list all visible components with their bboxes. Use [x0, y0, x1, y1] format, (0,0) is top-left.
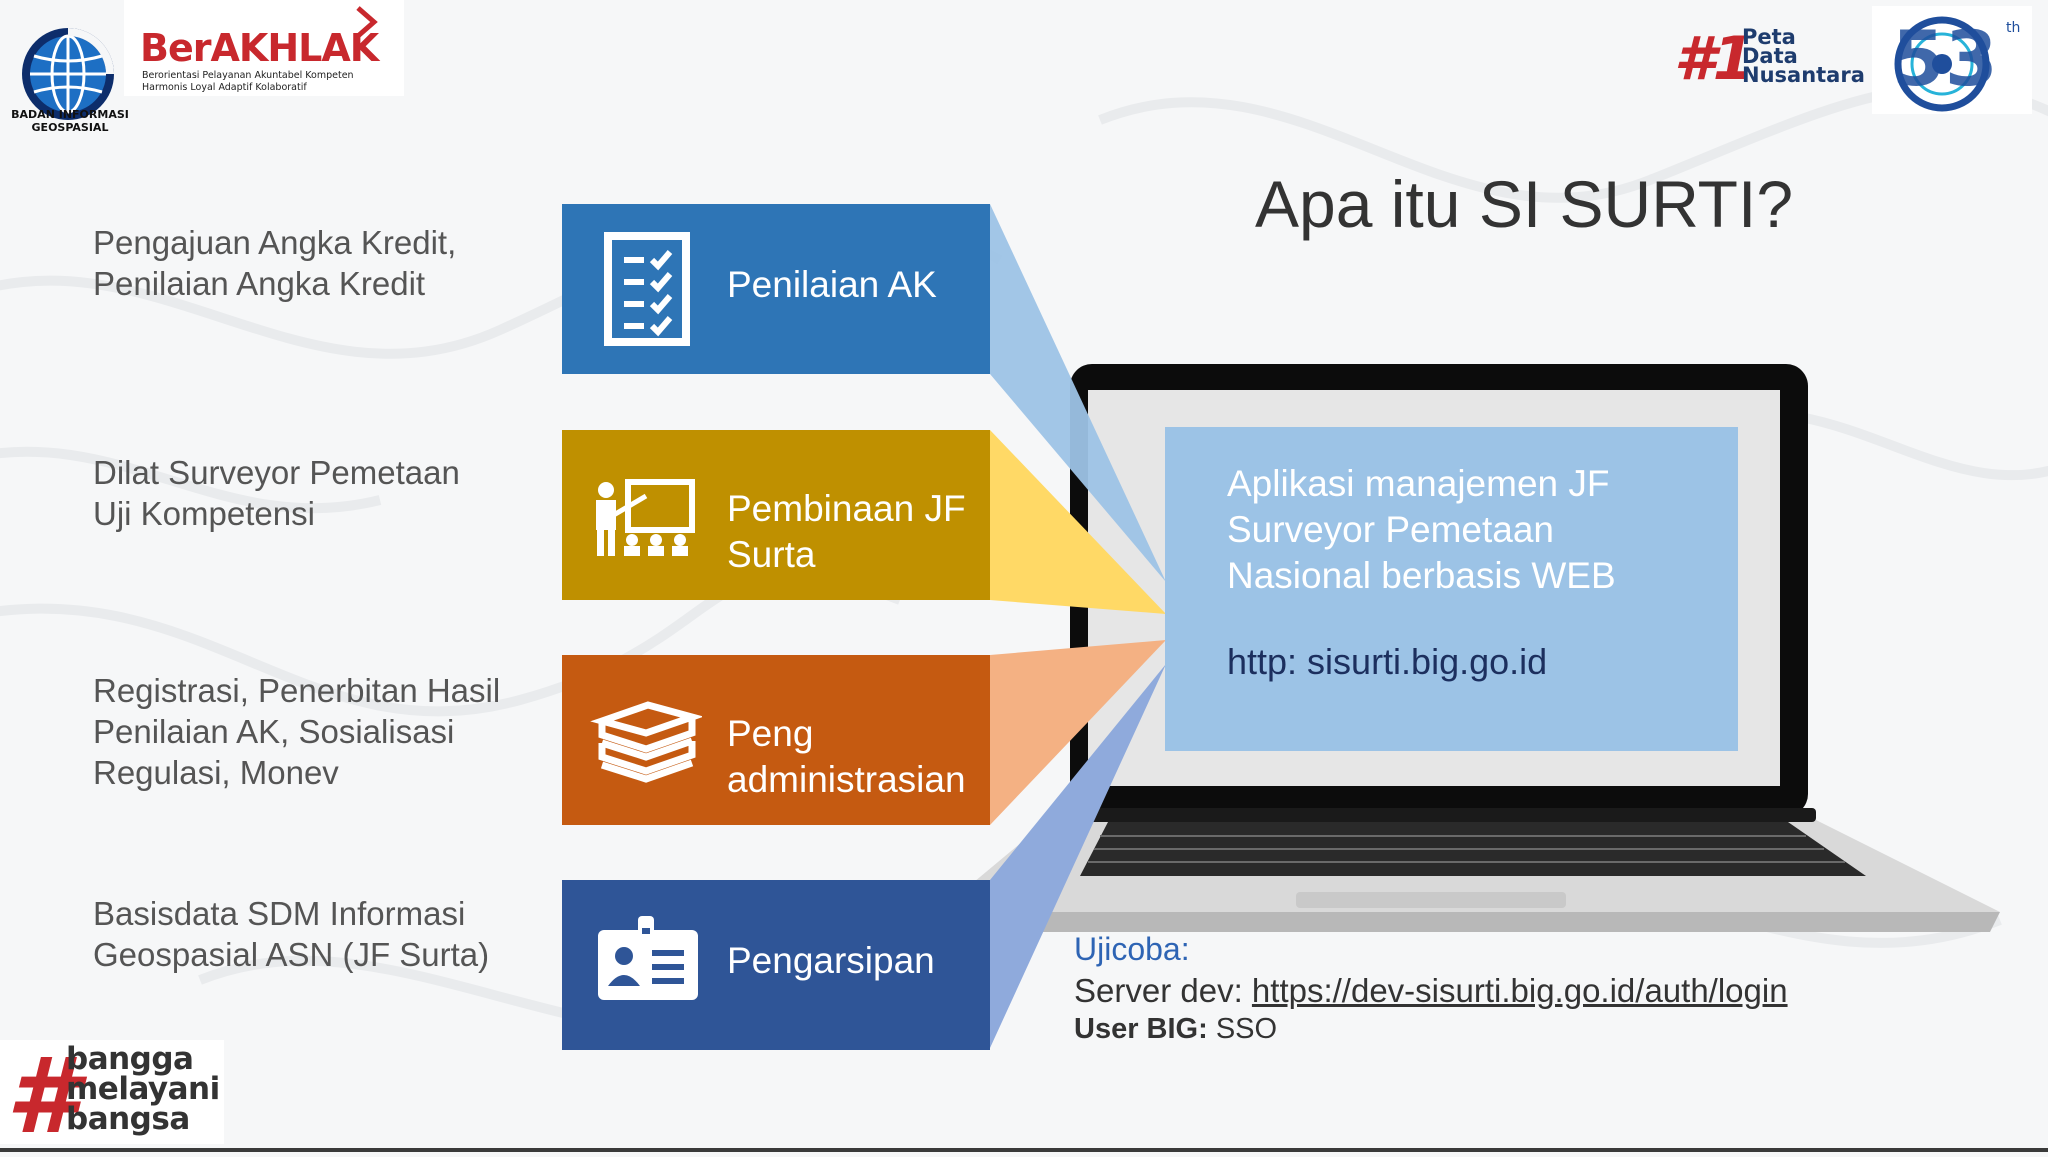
- bangga-line: bangsa: [66, 1101, 190, 1137]
- description-administrasi: Registrasi, Penerbitan Hasil Penilaian A…: [93, 670, 500, 793]
- description-line: Geospasial ASN (JF Surta): [93, 936, 490, 973]
- bangga-line: melayani: [66, 1071, 220, 1107]
- app-description: Aplikasi manajemen JF Surveyor Pemetaan …: [1227, 461, 1727, 599]
- agency-name-line: BADAN INFORMASI: [11, 108, 129, 121]
- category-label: Pengarsipan: [727, 940, 935, 981]
- peta-rank: #1: [1674, 24, 1754, 94]
- app-description-line: Surveyor Pemetaan: [1227, 509, 1555, 550]
- peta-line: Nusantara: [1742, 63, 1865, 87]
- books-icon: [590, 701, 702, 783]
- app-url[interactable]: http: sisurti.big.go.id: [1227, 641, 1548, 682]
- server-line: Server dev: https://dev-sisurti.big.go.i…: [1074, 972, 1788, 1010]
- category-label: Penilaian AK: [727, 264, 937, 305]
- checklist-icon: [604, 232, 690, 346]
- server-dev-link[interactable]: https://dev-sisurti.big.go.id/auth/login: [1251, 972, 1788, 1009]
- user-value: SSO: [1207, 1013, 1278, 1045]
- description-line: Registrasi, Penerbitan Hasil: [93, 672, 501, 709]
- category-label-line: administrasian: [727, 759, 966, 800]
- description-pembinaan: Dilat Surveyor Pemetaan Uji Kompetensi: [93, 452, 460, 534]
- peta-data-nusantara-logo: #1 Peta Data Nusantara: [1660, 14, 1865, 94]
- agency-name: BADAN INFORMASI GEOSPASIAL: [0, 108, 140, 134]
- peta-text: Peta Data Nusantara: [1742, 25, 1865, 87]
- berakhlak-subtitle-line: Berorientasi Pelayanan Akuntabel Kompete…: [142, 70, 354, 81]
- agency-name-line: GEOSPASIAL: [31, 121, 109, 134]
- description-line: Basisdata SDM Informasi: [93, 895, 466, 932]
- bottom-strip: [0, 1148, 2048, 1152]
- ray-pembinaan: [990, 430, 1166, 614]
- description-line: Pengajuan Angka Kredit,: [93, 224, 457, 261]
- bangga-line: bangga: [66, 1041, 194, 1077]
- berakhlak-subtitle-line: Harmonis Loyal Adaptif Kolaboratif: [142, 82, 307, 93]
- description-line: Penilaian AK, Sosialisasi: [93, 713, 455, 750]
- user-line: User BIG: SSO: [1074, 1013, 1277, 1046]
- berakhlak-subtitle: Berorientasi Pelayanan Akuntabel Kompete…: [142, 70, 354, 94]
- description-line: Dilat Surveyor Pemetaan: [93, 454, 460, 491]
- category-label-line: Surta: [727, 534, 816, 575]
- ray-pengarsipan: [990, 664, 1166, 1048]
- big-globe-logo: [22, 28, 114, 120]
- teacher-icon: [596, 479, 695, 556]
- category-label: Peng administrasian: [727, 711, 966, 803]
- app-description-line: Aplikasi manajemen JF: [1227, 463, 1610, 504]
- server-prefix: Server dev:: [1074, 972, 1252, 1009]
- anniversary-suffix: th: [2006, 20, 2021, 36]
- peta-line: Data: [1742, 44, 1798, 68]
- arrow-icon: [356, 6, 378, 38]
- category-pengadministrasian: Peng administrasian: [562, 655, 990, 825]
- description-line: Regulasi, Monev: [93, 754, 339, 791]
- anniversary-logo: 53 th: [1872, 6, 2032, 114]
- description-line: Uji Kompetensi: [93, 495, 315, 532]
- category-pengarsipan: Pengarsipan: [562, 880, 990, 1050]
- ray-administrasi: [990, 640, 1166, 825]
- category-label-line: Peng: [727, 713, 814, 754]
- app-description-line: Nasional berbasis WEB: [1227, 555, 1616, 596]
- anniversary-number: 53: [1892, 14, 1998, 103]
- trial-label: Ujicoba:: [1074, 931, 1190, 967]
- ray-penilaian: [990, 204, 1166, 582]
- berakhlak-title: BerAKHLAK: [140, 26, 379, 70]
- berakhlak-logo: BerAKHLAK Berorientasi Pelayanan Akuntab…: [124, 0, 404, 96]
- user-label: User BIG:: [1074, 1013, 1208, 1045]
- screen-panel: Aplikasi manajemen JF Surveyor Pemetaan …: [1165, 427, 1738, 751]
- page-title: Apa itu SI SURTI?: [1255, 167, 1794, 241]
- bangga-hash: #: [6, 1035, 79, 1157]
- anniversary-emblem-icon: [1894, 16, 1990, 112]
- description-penilaian: Pengajuan Angka Kredit, Penilaian Angka …: [93, 222, 456, 304]
- bangga-text: bangga melayani bangsa: [66, 1041, 220, 1137]
- peta-line: Peta: [1742, 25, 1796, 49]
- category-label: Pembinaan JF Surta: [727, 486, 966, 578]
- description-line: Penilaian Angka Kredit: [93, 265, 426, 302]
- category-label-line: Pembinaan JF: [727, 488, 966, 529]
- category-penilaian-ak: Penilaian AK: [562, 204, 990, 374]
- bangga-melayani-bangsa-logo: # bangga melayani bangsa: [0, 1035, 224, 1157]
- category-pembinaan-jf: Pembinaan JF Surta: [562, 430, 990, 600]
- id-card-icon: [598, 916, 698, 1000]
- description-pengarsipan: Basisdata SDM Informasi Geospasial ASN (…: [93, 893, 489, 975]
